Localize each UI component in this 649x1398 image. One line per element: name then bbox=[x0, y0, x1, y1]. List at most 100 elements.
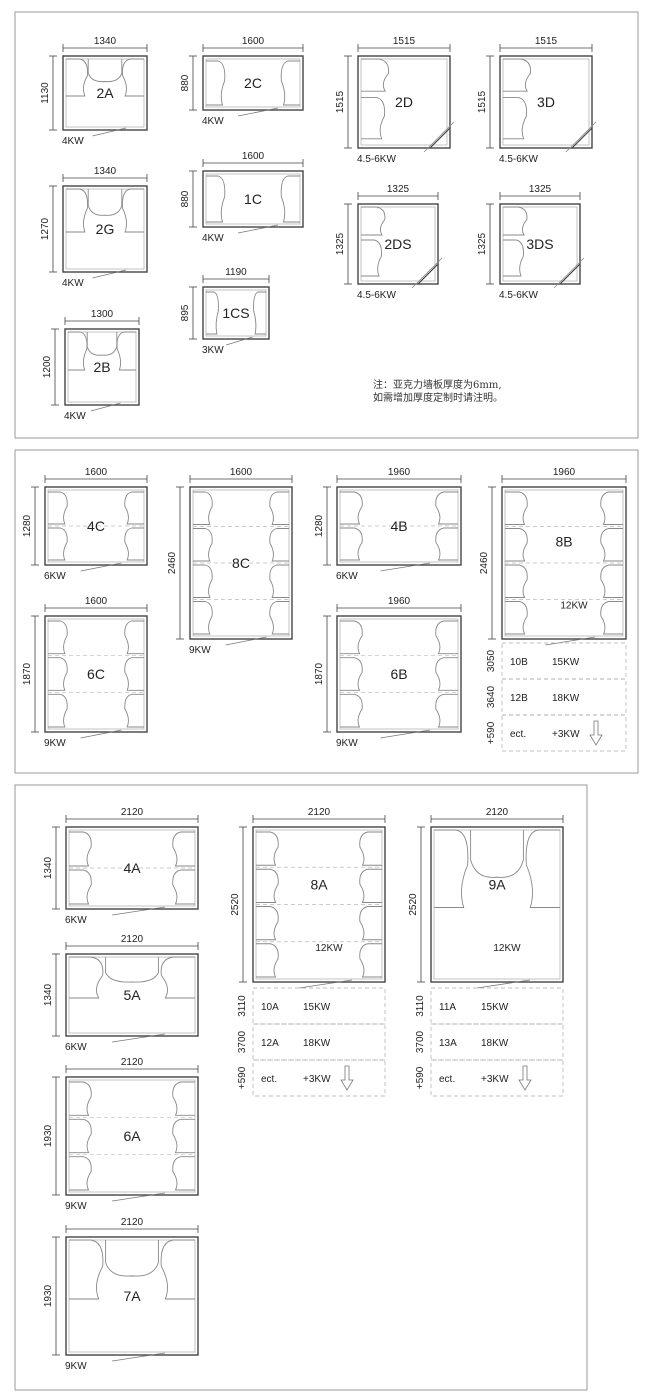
bench-seat bbox=[48, 527, 68, 561]
height-dimension: 1325 bbox=[335, 232, 346, 255]
bench-seat bbox=[505, 564, 528, 598]
room-wall bbox=[65, 826, 199, 910]
room-inner-wall bbox=[68, 1239, 196, 1353]
bench-seat bbox=[121, 188, 144, 233]
bench-seat bbox=[69, 1156, 92, 1191]
room-wall bbox=[202, 55, 304, 111]
bench-seat bbox=[600, 601, 623, 635]
extension-dimension: 3700 bbox=[237, 1030, 248, 1053]
extension-power: +3KW bbox=[303, 1074, 331, 1085]
height-dimension: 1280 bbox=[22, 514, 33, 537]
width-dimension: 2120 bbox=[308, 807, 331, 818]
heater-power: 4.5-6KW bbox=[357, 154, 396, 165]
height-dimension: 1270 bbox=[40, 217, 51, 240]
bench-seat bbox=[503, 96, 528, 140]
heater-power: 9KW bbox=[336, 738, 358, 749]
room-label: 8A bbox=[310, 876, 328, 892]
heater-power: 9KW bbox=[189, 645, 211, 656]
bench-seat bbox=[66, 188, 89, 233]
down-arrow-icon bbox=[589, 720, 603, 746]
heater-power: 4.5-6KW bbox=[499, 290, 538, 301]
bench-seat bbox=[172, 1118, 195, 1154]
door-swing bbox=[380, 562, 431, 572]
heater-power: 6KW bbox=[65, 915, 87, 926]
door-swing bbox=[237, 224, 279, 234]
door-swing bbox=[237, 107, 279, 117]
room-label: 6C bbox=[87, 666, 105, 682]
bench-seat bbox=[86, 332, 118, 356]
bench-seat bbox=[340, 657, 363, 691]
heater-power: 4KW bbox=[62, 278, 84, 289]
height-dimension: 2520 bbox=[408, 893, 419, 916]
room-inner-wall bbox=[67, 331, 137, 403]
extension-model: 10B bbox=[510, 657, 528, 668]
door-swing bbox=[545, 636, 596, 646]
extension-dimension: +590 bbox=[237, 1066, 248, 1089]
room-label: 4B bbox=[390, 518, 407, 534]
bench-seat bbox=[435, 693, 458, 728]
room-label: 2G bbox=[96, 221, 115, 237]
bench-seat bbox=[256, 943, 279, 978]
bench-seat bbox=[340, 491, 363, 525]
extension-power: 15KW bbox=[552, 657, 580, 668]
corner-door bbox=[559, 263, 581, 285]
room-wall bbox=[252, 826, 386, 983]
room-label: 2B bbox=[93, 359, 110, 375]
note-line-2: 如需增加厚度定制时请注明。 bbox=[373, 391, 503, 404]
height-dimension: 1515 bbox=[335, 90, 346, 113]
extension-row bbox=[501, 714, 627, 752]
room-wall bbox=[499, 55, 593, 149]
room-label: 3DS bbox=[526, 236, 553, 252]
door-swing bbox=[80, 562, 122, 572]
door-swing bbox=[92, 269, 127, 279]
bench-seat bbox=[600, 491, 623, 525]
bench-seat bbox=[361, 239, 382, 277]
extension-power: 15KW bbox=[303, 1002, 331, 1013]
width-dimension: 1325 bbox=[529, 184, 552, 195]
width-dimension: 2120 bbox=[121, 1057, 144, 1068]
door-swing bbox=[90, 402, 121, 412]
heater-power: 6KW bbox=[336, 571, 358, 582]
heater-power: 4KW bbox=[64, 411, 86, 422]
door-swing bbox=[411, 257, 443, 289]
bench-seat bbox=[256, 831, 279, 866]
width-dimension: 1600 bbox=[85, 596, 108, 607]
bench-seat bbox=[87, 59, 123, 83]
room-inner-wall bbox=[68, 956, 196, 1034]
bench-seat bbox=[340, 620, 363, 655]
heater-power: 9KW bbox=[44, 738, 66, 749]
bench-seat bbox=[66, 58, 89, 97]
door-swing bbox=[565, 121, 597, 153]
bench-seat bbox=[172, 1081, 195, 1116]
bench-seat bbox=[172, 869, 195, 905]
extension-model: 11A bbox=[439, 1002, 456, 1013]
bench-seat bbox=[434, 829, 469, 908]
bench-seat bbox=[206, 291, 219, 335]
bench-seat bbox=[160, 956, 195, 999]
width-dimension: 1960 bbox=[388, 467, 411, 478]
bench-seat bbox=[359, 943, 382, 978]
bench-seat bbox=[124, 620, 144, 655]
door-swing bbox=[553, 257, 585, 289]
room-inner-wall bbox=[360, 58, 448, 146]
room-label: 5A bbox=[123, 987, 141, 1003]
bench-seat bbox=[269, 601, 289, 635]
bench-seat bbox=[105, 957, 159, 983]
bench-seat bbox=[172, 831, 195, 867]
room-wall bbox=[62, 185, 148, 273]
room-inner-wall bbox=[47, 618, 145, 730]
bench-seat bbox=[359, 906, 382, 941]
room-inner-wall bbox=[433, 829, 561, 980]
bench-seat bbox=[253, 291, 266, 335]
extension-row bbox=[501, 642, 627, 680]
bench-seat bbox=[206, 175, 226, 223]
bench-seat bbox=[435, 491, 458, 525]
width-dimension: 1340 bbox=[94, 36, 117, 47]
